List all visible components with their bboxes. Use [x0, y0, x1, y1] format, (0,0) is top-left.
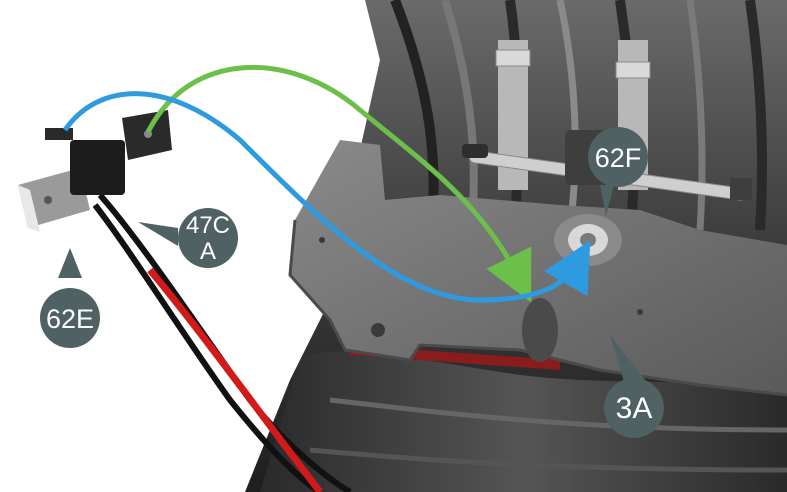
callout-62e: 62E — [40, 248, 100, 348]
mounting-plate-3a — [288, 140, 787, 397]
callout-62e-label: 62E — [46, 304, 94, 334]
socket-62f — [554, 214, 622, 266]
blue-arrow — [62, 91, 591, 303]
switch-part-62e — [18, 110, 172, 232]
callout-62f: 62F — [588, 127, 648, 216]
callout-3a-label: 3A — [616, 392, 653, 425]
callout-47c-a: 47C A — [138, 208, 238, 268]
wire-harness — [92, 193, 352, 492]
callout-47c-sublabel: A — [200, 238, 216, 265]
callout-3a: 3A — [604, 335, 664, 438]
green-arrow — [145, 64, 532, 303]
callout-47c-label: 47C — [186, 212, 230, 239]
callout-62f-label: 62F — [595, 143, 642, 173]
